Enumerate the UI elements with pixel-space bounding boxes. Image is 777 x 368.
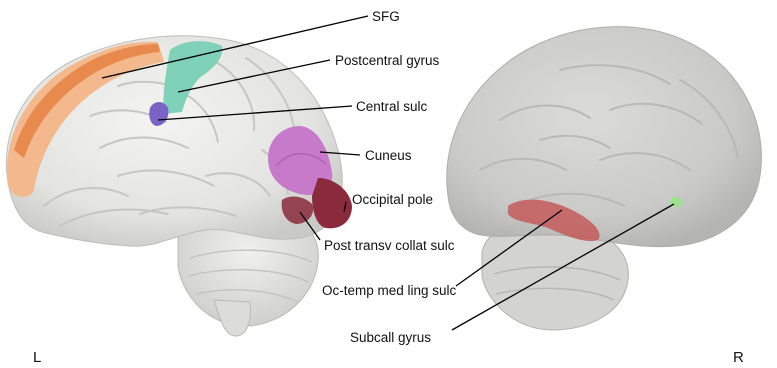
side-label-left: L [33,349,41,366]
label-central-sulc: Central sulc [356,99,428,114]
label-postcentral-gyrus: Postcentral gyrus [335,53,440,68]
label-sfg: SFG [372,9,400,24]
right-hemisphere [447,27,762,330]
side-label-right: R [733,349,744,366]
left-hemisphere [6,36,352,336]
label-oc-temp-med-ling-sulc: Oc-temp med ling sulc [322,283,457,298]
label-cuneus: Cuneus [365,148,412,163]
label-subcall-gyrus: Subcall gyrus [350,330,431,345]
right-cerebrum [447,27,762,247]
label-post-transv-collat-sulc: Post transv collat sulc [324,238,455,253]
label-occipital-pole: Occipital pole [352,192,433,207]
